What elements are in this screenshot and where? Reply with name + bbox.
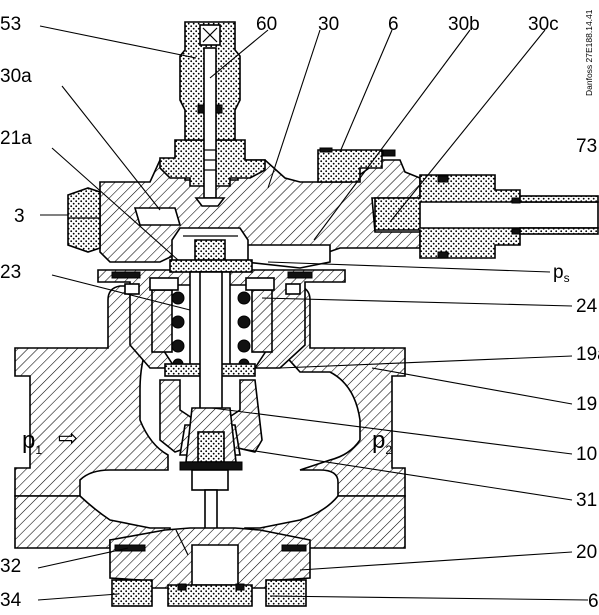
label-21a: 21a (0, 128, 32, 149)
label-3: 3 (14, 206, 25, 227)
label-ps: ps (553, 262, 570, 285)
piston-assembly (149, 227, 275, 353)
label-23: 23 (0, 262, 21, 283)
label-31: 31 (576, 490, 597, 511)
label-30c: 30c (528, 14, 559, 35)
label-34: 34 (0, 590, 22, 610)
label-19a: 19a (576, 344, 599, 365)
callout-labels: 53 60 30 6 30b 30c 30a 21a 73 3 ps 23 24… (0, 14, 599, 612)
label-60: 60 (256, 14, 277, 35)
label-32: 32 (0, 556, 21, 577)
label-20: 20 (576, 542, 597, 563)
leader-lines (37, 25, 589, 601)
label-p2-sub: 2 (385, 443, 392, 457)
label-p2: p2 (372, 427, 392, 457)
valve-stem (179, 271, 243, 551)
label-30a: 30a (0, 66, 32, 87)
bottom-cover (109, 527, 311, 607)
drawing-code: Danfoss 27E188.14.41 (584, 9, 594, 96)
label-6-bottom: 6 (588, 591, 599, 610)
label-p1: p1 (22, 427, 42, 457)
label-53: 53 (0, 14, 21, 35)
label-30b: 30b (448, 14, 480, 35)
label-p1-main: p (22, 427, 35, 454)
label-ps-main: p (553, 262, 564, 283)
label-ps-sub: s (564, 271, 570, 285)
label-p1-sub: 1 (35, 443, 42, 457)
label-19: 19 (576, 394, 597, 415)
label-24: 24 (576, 296, 598, 317)
label-73: 73 (576, 136, 597, 157)
label-p2-main: p (372, 427, 385, 454)
flow-arrow-icon: ⇨ (58, 425, 78, 452)
pressure-labels: p1 ⇨ p2 (22, 425, 392, 457)
label-10: 10 (576, 444, 597, 465)
adjusting-screw (179, 21, 241, 207)
label-30: 30 (318, 14, 339, 35)
label-6-top: 6 (388, 14, 399, 35)
screw-plug (67, 187, 101, 253)
pipe-connection (317, 147, 599, 259)
